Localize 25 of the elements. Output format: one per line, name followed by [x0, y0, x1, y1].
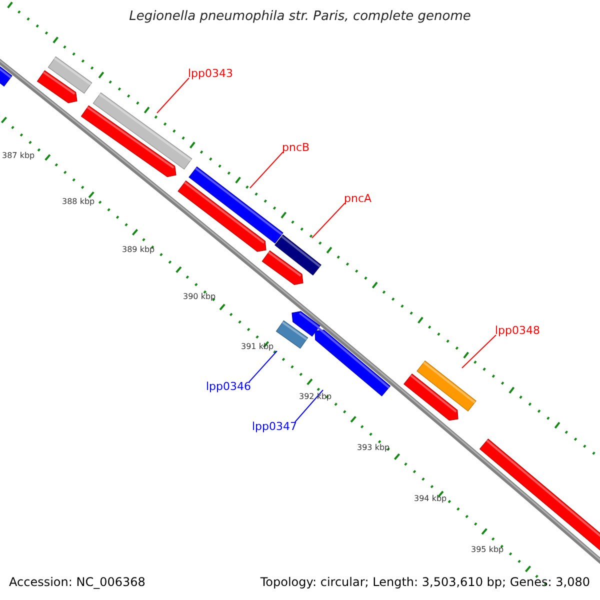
accession-text: Accession: NC_006368 [9, 576, 146, 588]
leader-line [248, 350, 278, 382]
gene-label: lpp0347 [252, 421, 298, 432]
gene-label: pncA [344, 193, 372, 204]
leader-line [156, 78, 190, 114]
scale-label: 389 kbp [122, 246, 155, 254]
diagram-title: Legionella pneumophila str. Paris, complete genome [128, 10, 472, 23]
gene-bar [276, 320, 308, 349]
leader-line [462, 334, 496, 368]
scale-label: 388 kbp [62, 198, 95, 206]
scale-label: 392 kbp [299, 393, 332, 401]
scale-label: 395 kbp [471, 546, 504, 554]
leader-line [312, 202, 346, 238]
scale-label: 390 kbp [183, 293, 216, 301]
scale-label: 394 kbp [414, 495, 447, 503]
gene-label: lpp0346 [206, 381, 252, 392]
leader-line [250, 152, 284, 188]
scale-label: 387 kbp [2, 152, 35, 160]
scale-label: 391 kbp [241, 343, 274, 351]
gene-label: pncB [282, 142, 310, 153]
gene-label: lpp0343 [188, 68, 234, 79]
scale-label: 393 kbp [357, 444, 390, 452]
gene-label: lpp0348 [495, 325, 540, 336]
leader-line [294, 390, 324, 422]
genome-info-text: Topology: circular; Length: 3,503,610 bp; Genes: 3,080 [260, 576, 590, 588]
